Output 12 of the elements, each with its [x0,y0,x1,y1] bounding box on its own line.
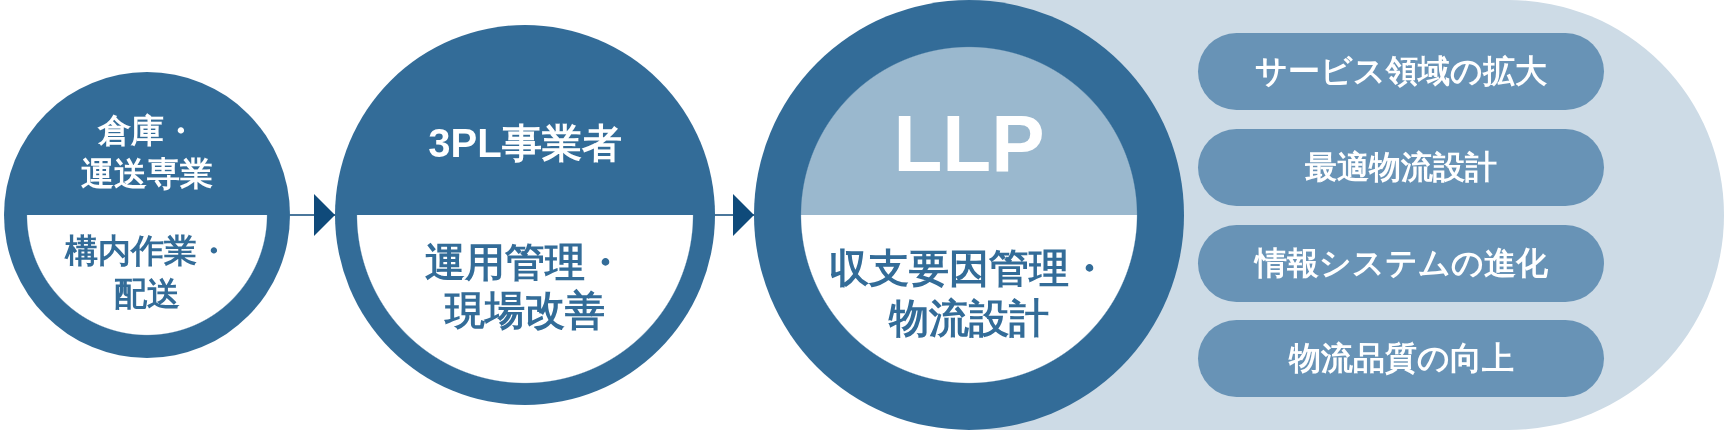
tag-pill: 最適物流設計 [1198,129,1604,206]
circle-text: 構内作業・配送 [63,231,231,314]
tag-pill: 情報システムの進化 [1198,225,1604,302]
tag-pill: 物流品質の向上 [1198,320,1604,397]
tag-pill: サービス領域の拡大 [1198,33,1604,110]
arrow [714,194,755,236]
circle-text: 収支要因管理・物流設計 [828,245,1110,342]
arrow [289,194,336,236]
circle-heading: 3PL事業者 [428,120,622,167]
circle-text: 運用管理・現場改善 [424,239,626,334]
circle-heading: LLP [893,99,1045,189]
circle-heading: 倉庫・運送専業 [80,111,214,194]
